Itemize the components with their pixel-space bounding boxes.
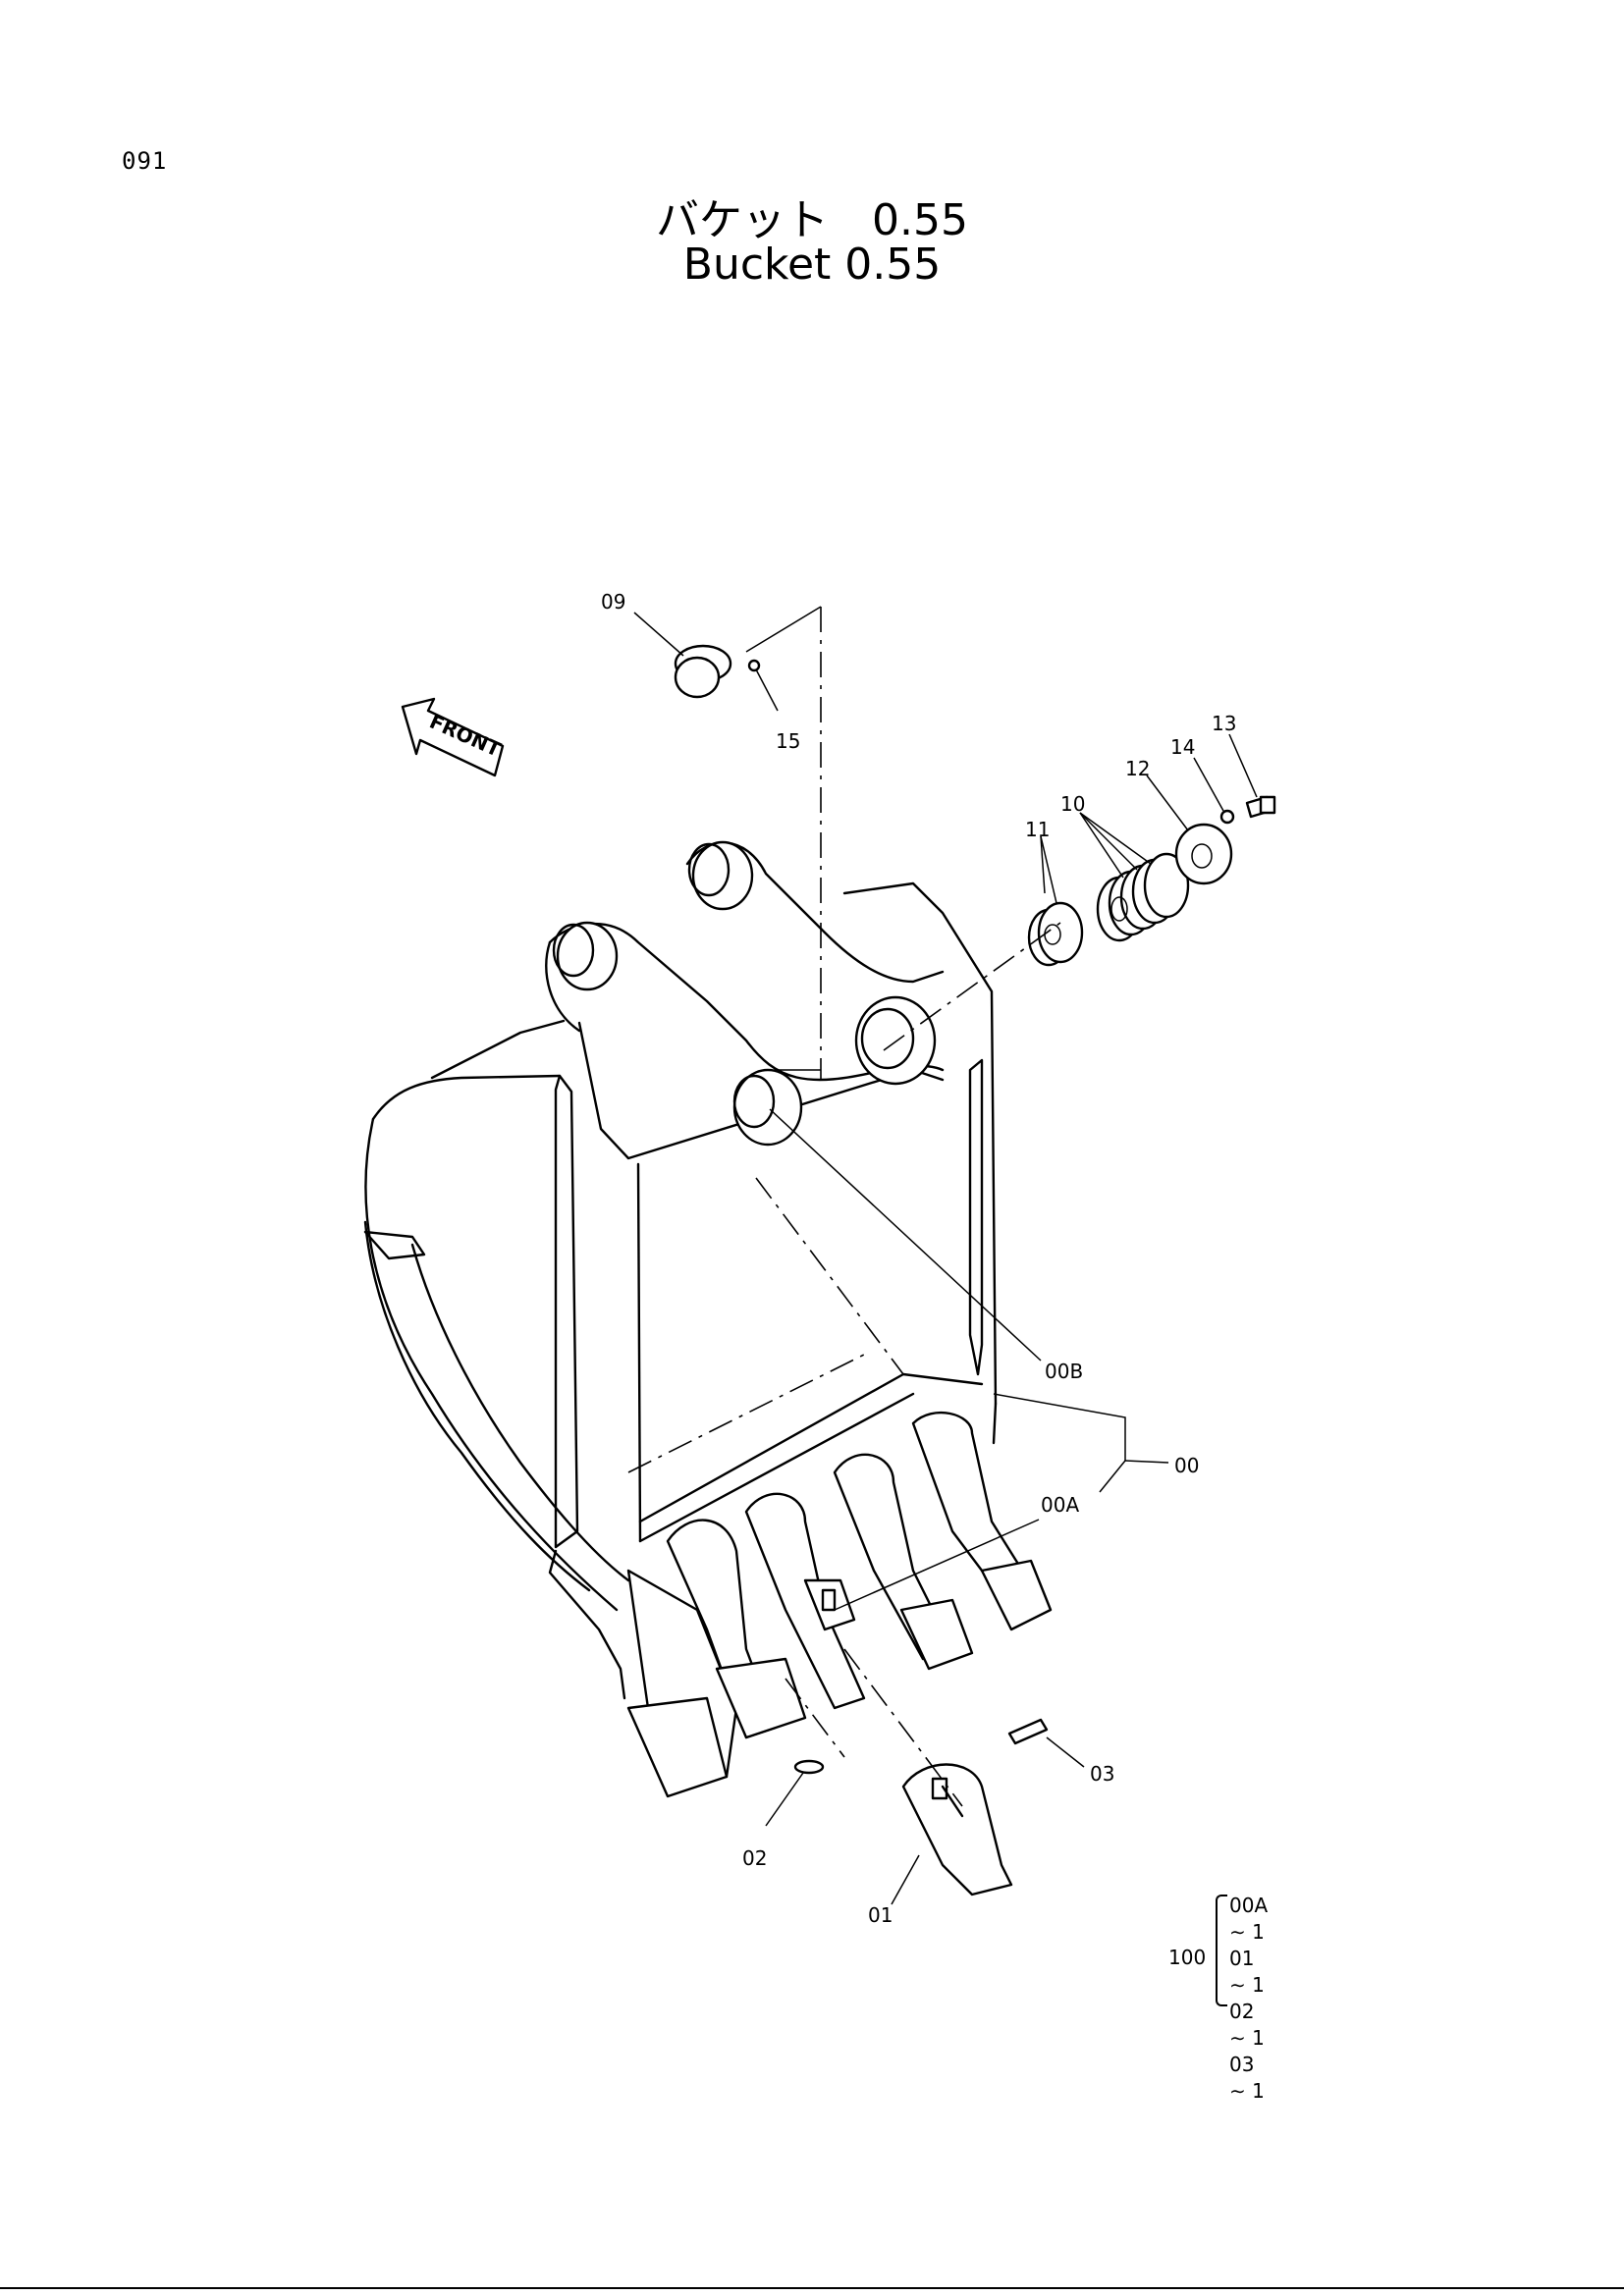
bucket-teeth: [626, 1411, 1053, 1798]
callout-13: 13: [1212, 712, 1236, 735]
shim-stack: [1027, 795, 1276, 967]
callout-11: 11: [1025, 818, 1050, 841]
page-title-japanese: バケット 0.55: [656, 195, 968, 245]
kit-item: 02∼ 1: [1229, 1999, 1290, 2052]
kit-item-part: 01: [1229, 1947, 1255, 1970]
kit-item-qty: ∼ 1: [1229, 1920, 1265, 1944]
front-arrow-icon: FRONT: [401, 697, 505, 777]
callout-10: 10: [1060, 792, 1085, 816]
callout-00A: 00A: [1041, 1493, 1079, 1517]
kit-item-qty: ∼ 1: [1229, 2026, 1265, 2050]
callout-01: 01: [868, 1903, 893, 1927]
leader-lines: [633, 606, 1258, 1905]
page-title-english: Bucket 0.55: [682, 240, 942, 290]
bucket-body: [363, 881, 998, 1700]
kit-item: 03∼ 1: [1229, 2052, 1290, 2105]
callout-12: 12: [1125, 757, 1150, 780]
callout-14: 14: [1170, 735, 1195, 759]
kit-number: 100: [1168, 1946, 1207, 1969]
page-number: 091: [122, 147, 168, 175]
callout-09: 09: [601, 590, 625, 614]
kit-brace: [1216, 1895, 1227, 2006]
callout-03: 03: [1090, 1762, 1114, 1786]
callout-02: 02: [742, 1846, 767, 1870]
kit-item-qty: ∼ 1: [1229, 1973, 1265, 1997]
mounting-bosses: [545, 840, 945, 1147]
kit-item-part: 02: [1229, 2000, 1255, 2023]
kit-item-qty: ∼ 1: [1229, 2079, 1265, 2103]
kit-item-part: 03: [1229, 2053, 1255, 2076]
callout-15: 15: [776, 729, 800, 753]
kit-item-part: 00A: [1229, 1894, 1269, 1917]
kit-items: 00A∼ 1 01∼ 1 02∼ 1 03∼ 1: [1229, 1893, 1290, 2105]
footer-rule: [0, 2287, 1624, 2289]
pin-09: [674, 644, 761, 699]
front-label: FRONT: [426, 710, 505, 762]
tooth-and-pin-parts: [793, 1718, 1049, 1896]
callout-00: 00: [1174, 1454, 1199, 1477]
callout-00B: 00B: [1045, 1360, 1083, 1383]
kit-item: 01∼ 1: [1229, 1946, 1290, 1999]
kit-item: 00A∼ 1: [1229, 1893, 1290, 1946]
